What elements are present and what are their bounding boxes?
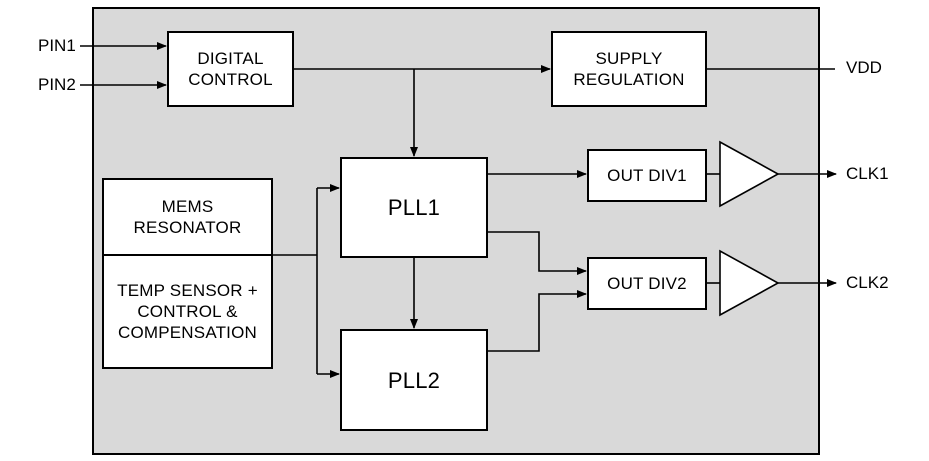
digital-control-label: DIGITAL CONTROL [188, 49, 273, 89]
vdd-label: VDD [846, 58, 882, 77]
temp-sensor-label: TEMP SENSOR + CONTROL & COMPENSATION [117, 281, 258, 342]
pll2-to-outdiv2-wire [488, 290, 587, 352]
pll1-to-outdiv2-wire [488, 231, 587, 275]
out-div1-label: OUT DIV1 [607, 166, 687, 185]
out-div1-block: OUT DIV1 [587, 149, 707, 202]
mems-resonator-label: MEMS RESONATOR [133, 197, 242, 237]
supply-regulation-label: SUPPLY REGULATION [573, 49, 685, 89]
pll2-label: PLL2 [387, 367, 441, 393]
pll1-label: PLL1 [387, 195, 441, 220]
temp-sensor-block: TEMP SENSOR + CONTROL & COMPENSATION [102, 254, 273, 369]
clk1-label: CLK1 [846, 164, 889, 183]
clk2-label: CLK2 [846, 273, 889, 292]
supply-regulation-block: SUPPLY REGULATION [551, 31, 707, 107]
pin1-label: PIN1 [38, 36, 76, 55]
pin2-label: PIN2 [38, 75, 76, 94]
mems-resonator-block: MEMS RESONATOR [102, 178, 273, 256]
clk1-buffer-icon [719, 140, 780, 208]
pll2-block: PLL2 [340, 329, 488, 431]
clk2-buffer-icon [719, 249, 780, 317]
out-div2-block: OUT DIV2 [587, 257, 707, 310]
out-div2-label: OUT DIV2 [607, 274, 687, 293]
digital-control-block: DIGITAL CONTROL [167, 31, 294, 107]
pll1-block: PLL1 [340, 157, 488, 258]
